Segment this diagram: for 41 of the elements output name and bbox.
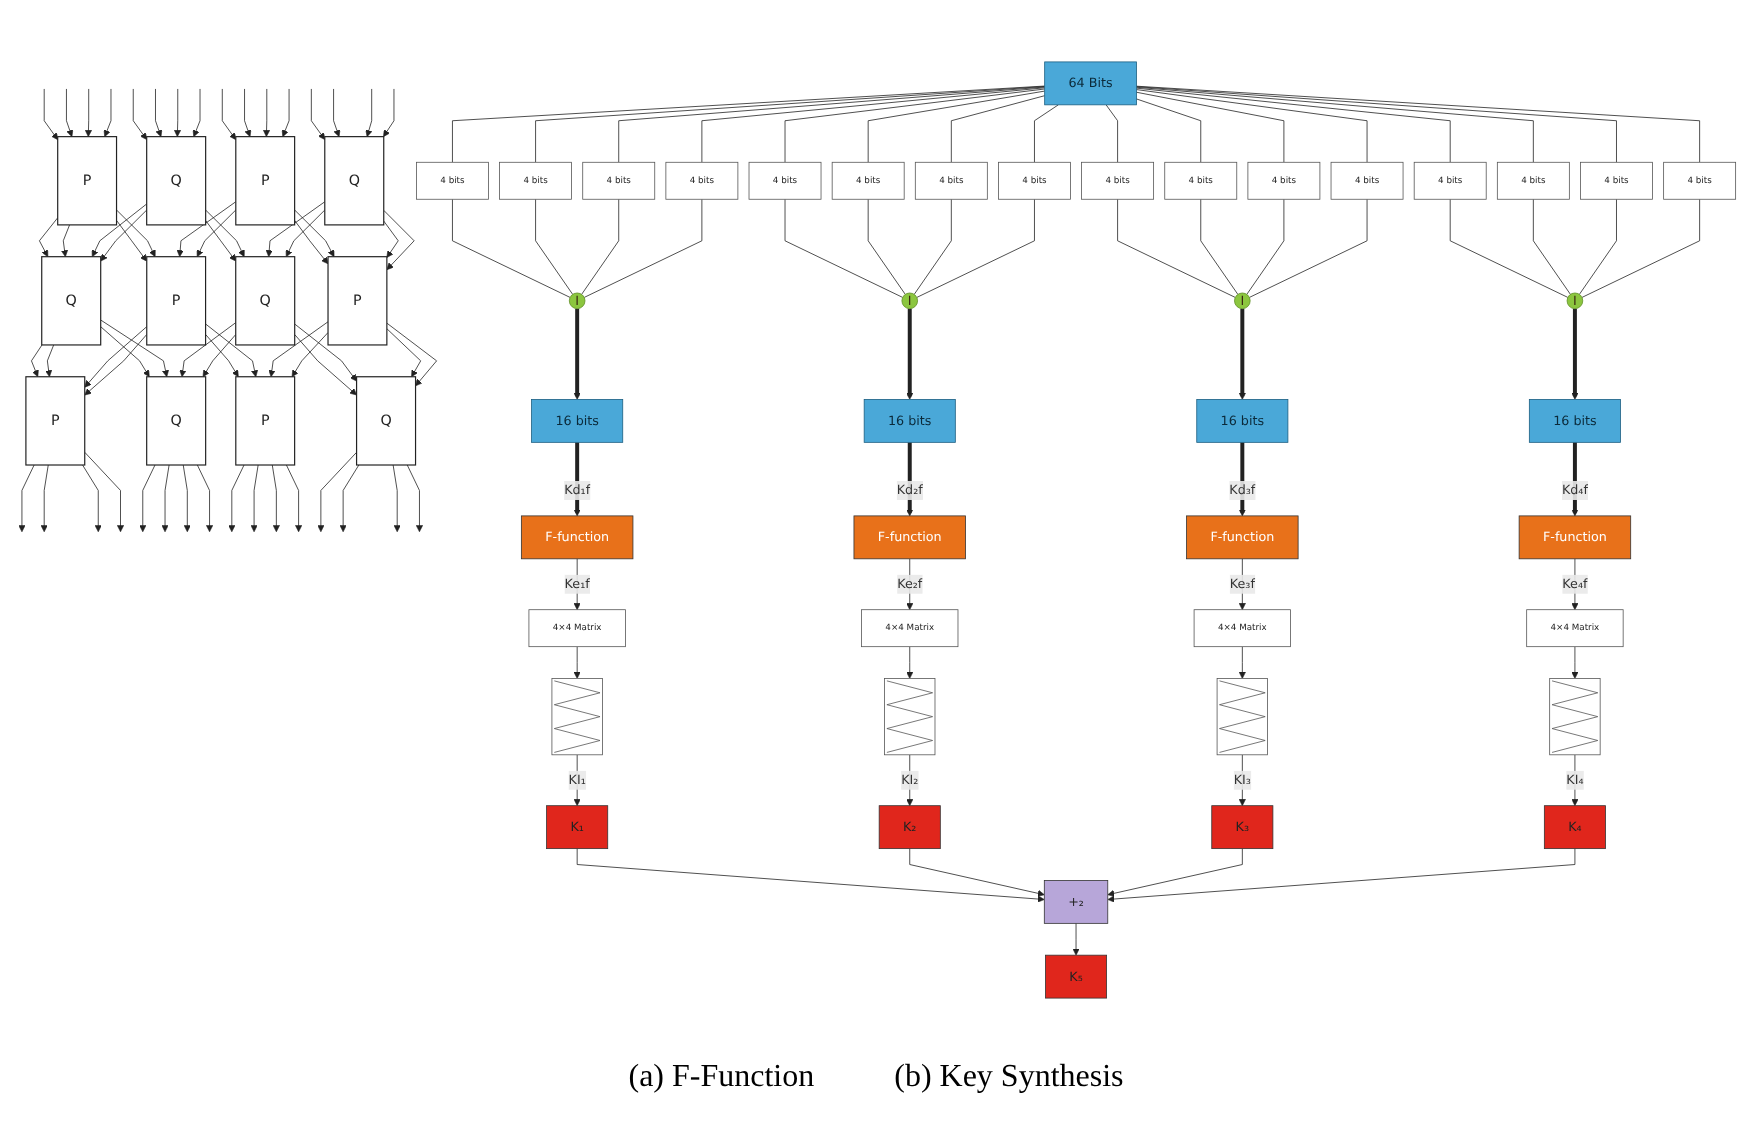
arrow [1571,308,1579,400]
arrow [1571,442,1579,517]
connector [1117,198,1236,298]
arrow [1238,442,1246,517]
arrow [1238,308,1246,400]
arrow [573,442,581,517]
connector [1136,91,1285,163]
figure-caption: (a) F-Function [628,1060,815,1096]
arrow [573,308,581,400]
connector [1136,89,1368,163]
connector [1105,104,1118,163]
connector [701,87,1046,163]
connector [1136,85,1701,163]
connector [1581,198,1701,298]
connector [913,198,952,295]
connector [1136,87,1451,163]
connector [1200,198,1239,295]
connector [916,198,1035,298]
connector [618,86,1046,163]
connector [581,198,620,295]
connector [950,95,1046,163]
connector [1136,86,1534,163]
connector [1246,198,1285,295]
connector [1034,104,1059,163]
connector [1532,198,1571,295]
connector [583,198,703,298]
connector [1249,198,1368,298]
figure-caption: (b) Key Synthesis [894,1060,1124,1096]
connector [1449,198,1569,298]
connector [1136,86,1617,163]
connector [535,86,1046,163]
connector [452,198,571,298]
connector [867,198,906,295]
connector [784,88,1046,163]
connector [1579,198,1617,295]
connector [784,198,904,298]
arrow [906,442,914,517]
connector [867,90,1046,163]
connector [452,85,1046,163]
connector [535,198,574,295]
arrow [906,308,914,400]
